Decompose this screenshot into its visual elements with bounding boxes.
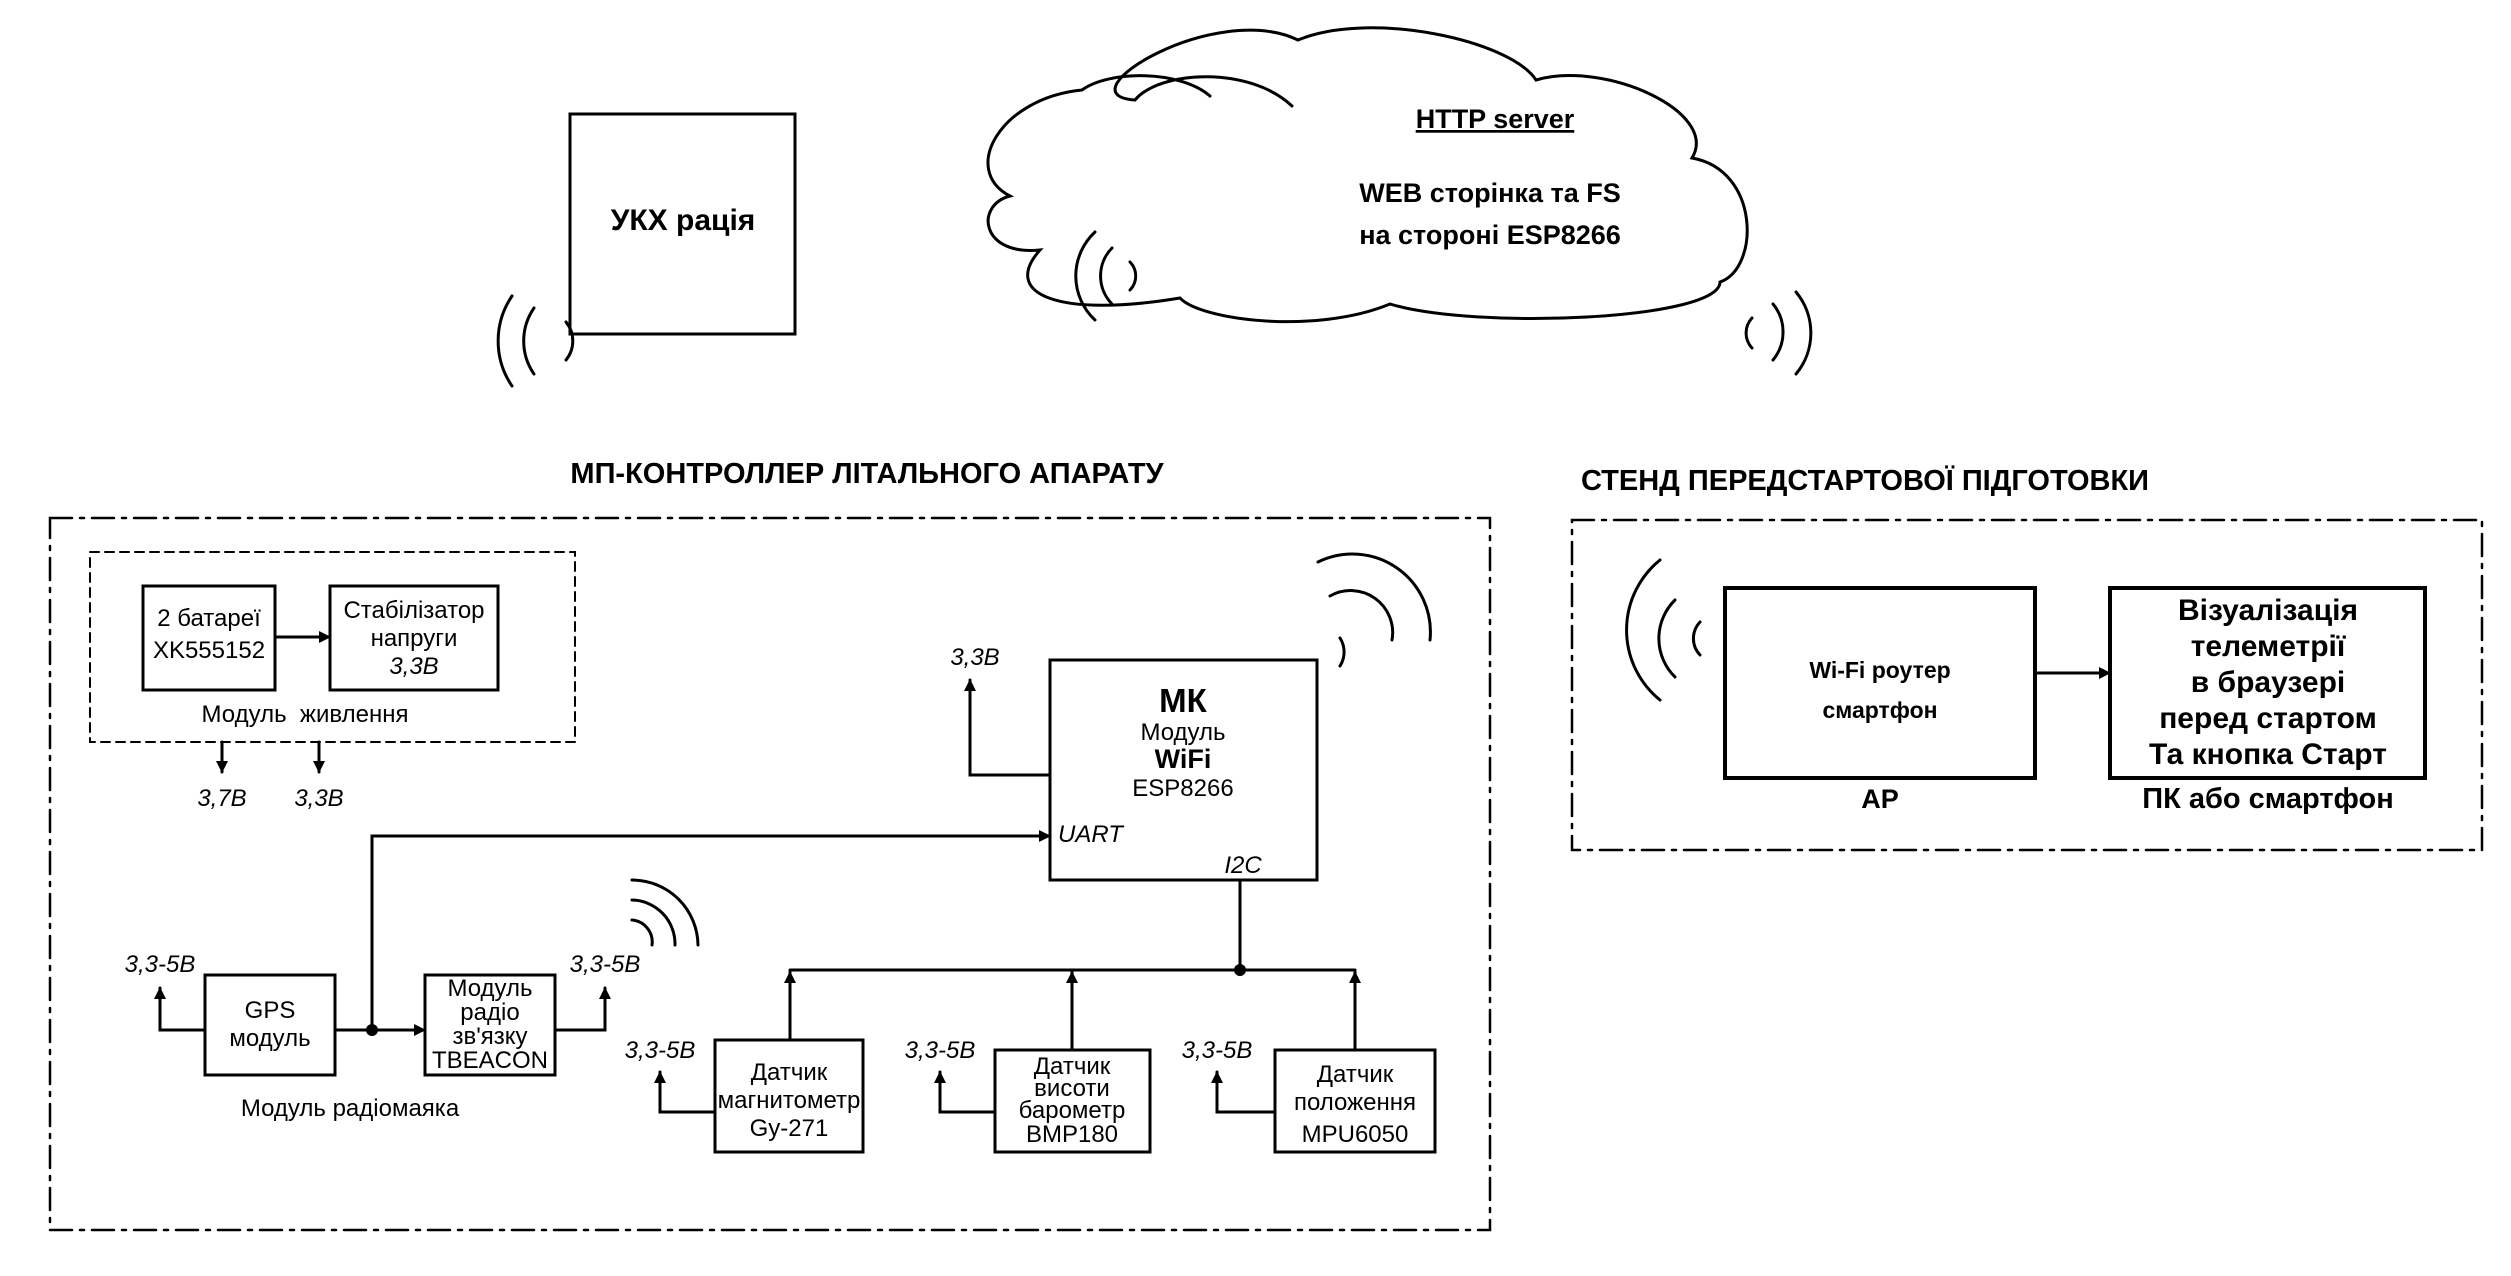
- sensor-3-line1: Датчик: [1317, 1061, 1394, 1088]
- radio-line2: радіо: [460, 999, 519, 1026]
- controller-frame: [48, 516, 1492, 1232]
- mk-line3: WiFi: [1155, 744, 1212, 774]
- cloud-line2: на стороні ESP8266: [1359, 220, 1621, 250]
- mk-wave-icon: [1316, 552, 1432, 668]
- mk-vcc-label: 3,3В: [950, 644, 999, 671]
- gps-box: [203, 973, 337, 1077]
- pc-line4: перед стартом: [2159, 702, 2377, 735]
- sensor-2-line1: Датчик: [1034, 1053, 1111, 1080]
- sensor-1-line1: Датчик: [751, 1059, 828, 1086]
- mk-title: МК: [1159, 682, 1207, 719]
- sensor-2-line4: BMP180: [1026, 1121, 1118, 1148]
- sensor-2-vcc-label: 3,3-5В: [905, 1037, 976, 1064]
- power-module-label: Модуль живлення: [202, 701, 409, 728]
- router-line1: Wi-Fi роутер: [1809, 657, 1950, 683]
- pc-line3: в браузері: [2191, 666, 2345, 699]
- power-out-33: 3,3В: [294, 785, 343, 812]
- radio-module-box: [423, 973, 557, 1077]
- cloud-line1: WEB сторінка та FS: [1359, 178, 1620, 208]
- cloud-wave-right-icon: [1744, 290, 1813, 376]
- pc-box: [2108, 586, 2427, 780]
- router-caption: AP: [1861, 784, 1899, 814]
- power-out-37: 3,7В: [197, 785, 246, 812]
- mk-line4: ESP8266: [1132, 775, 1233, 802]
- radio-line1: Модуль: [447, 975, 532, 1002]
- gps-line1: GPS: [245, 997, 296, 1024]
- sensor-3-line3: MPU6050: [1302, 1121, 1409, 1148]
- sensor-magnetometer-box: [713, 1038, 865, 1154]
- mk-box: [1048, 658, 1319, 882]
- beacon-module-label: Модуль радіомаяка: [241, 1095, 460, 1122]
- stand-frame: [1570, 518, 2484, 852]
- stabilizer-line1: Стабілізатор: [343, 597, 484, 624]
- radio-wave-icon: [630, 878, 700, 947]
- stabilizer-line3: 3,3В: [389, 653, 438, 680]
- radio-line3: зв'язку: [452, 1023, 527, 1050]
- ukh-radio-box: [568, 112, 797, 336]
- router-wave-icon: [1625, 558, 1702, 702]
- router-box: [1723, 586, 2037, 780]
- cloud-shape: [986, 26, 1749, 324]
- router-line2: смартфон: [1822, 697, 1937, 723]
- stand-title: СТЕНД ПЕРЕДСТАРТОВОЇ ПІДГОТОВКИ: [1581, 464, 2149, 497]
- sensor-3-line2: положення: [1294, 1089, 1416, 1116]
- stabilizer-line2: напруги: [371, 625, 458, 652]
- ukh-radio-wave-icon: [496, 294, 575, 388]
- gps-line2: модуль: [229, 1025, 310, 1052]
- sensor-2-line2: висоти: [1034, 1075, 1110, 1102]
- pc-line5: Та кнопка Старт: [2149, 738, 2387, 771]
- mk-line2: Модуль: [1140, 719, 1225, 746]
- battery-line2: XK555152: [153, 637, 265, 664]
- sensor-1-vcc-label: 3,3-5В: [625, 1037, 696, 1064]
- battery-line1: 2 батареї: [157, 605, 261, 632]
- pc-line1: Візуалізація: [2178, 594, 2358, 627]
- mk-uart-label: UART: [1058, 821, 1125, 848]
- cloud-server-label: HTTP server: [1416, 104, 1575, 134]
- sensor-1-line3: Gy-271: [750, 1115, 829, 1142]
- controller-title: МП-КОНТРОЛЛЕР ЛІТАЛЬНОГО АПАРАТУ: [570, 458, 1164, 490]
- sensor-1-line2: магнитометр: [718, 1087, 861, 1114]
- gps-vcc-label: 3,3-5В: [125, 951, 196, 978]
- power-module-frame: [89, 551, 576, 743]
- cloud-wave-left-icon: [1074, 230, 1138, 322]
- radio-vcc-label: 3,3-5В: [570, 951, 641, 978]
- ukh-label: УКХ рація: [611, 204, 756, 237]
- radio-line4: TBEACON: [432, 1047, 548, 1074]
- mk-i2c-label: I2C: [1224, 852, 1262, 879]
- sensor-3-vcc-label: 3,3-5В: [1182, 1037, 1253, 1064]
- pc-line2: телеметрії: [2191, 630, 2346, 663]
- pc-caption: ПК або смартфон: [2142, 783, 2394, 815]
- sensor-2-line3: барометр: [1019, 1097, 1126, 1124]
- sensor-barometer-box: [993, 1048, 1152, 1154]
- sensor-mpu-box: [1273, 1048, 1437, 1154]
